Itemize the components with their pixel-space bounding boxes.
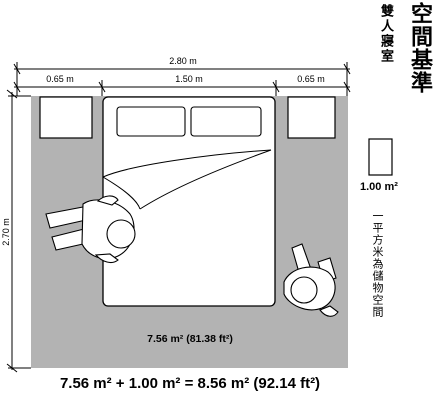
storage-note: 一平方米為儲物空間 xyxy=(371,210,384,318)
page-title: 空間基準 xyxy=(407,2,432,94)
left-table-width-label: 0.65 m xyxy=(46,74,74,84)
left-nightstand xyxy=(39,96,93,139)
person-walking-icon xyxy=(45,195,136,264)
room-area-label: 7.56 m² (81.38 ft²) xyxy=(147,333,233,345)
depth-dimension xyxy=(6,89,31,373)
bed-width-label: 1.50 m xyxy=(175,74,203,84)
segment-dimensions xyxy=(13,80,351,96)
room-depth-label: 2.70 m xyxy=(1,218,11,246)
storage-space-box xyxy=(368,138,393,176)
right-table-width-label: 0.65 m xyxy=(297,74,325,84)
pillow-left xyxy=(116,106,186,137)
total-width-dimension xyxy=(13,62,351,96)
person-standing-icon xyxy=(283,243,339,317)
total-width-label: 2.80 m xyxy=(169,56,197,66)
storage-area-label: 1.00 m² xyxy=(360,181,398,193)
page-subtitle: 雙人寢室 xyxy=(378,4,393,64)
total-area-equation: 7.56 m² + 1.00 m² = 8.56 m² (92.14 ft²) xyxy=(59,375,321,392)
right-nightstand xyxy=(287,96,336,139)
pillow-right xyxy=(190,106,262,137)
folded-blanket-icon xyxy=(102,149,272,210)
